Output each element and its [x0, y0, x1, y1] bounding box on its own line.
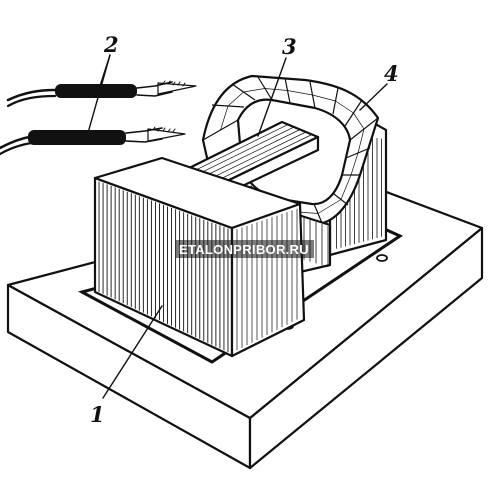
lead-lower-sleeve — [28, 130, 126, 145]
callout-number-4: 4 — [384, 61, 399, 86]
callout-number-3: 3 — [282, 34, 297, 59]
callout-number-2: 2 — [103, 32, 119, 57]
callout-number-1: 1 — [90, 402, 105, 427]
leader-line-3 — [257, 57, 287, 137]
mounting-hole-right — [376, 254, 388, 262]
leader-lines — [85, 54, 388, 399]
leader-line-4 — [359, 83, 388, 111]
watermark: ETALONPRIBOR.RU — [176, 240, 314, 258]
test-leads — [0, 80, 197, 156]
leader-line-2b — [99, 54, 111, 87]
leader-line-1 — [102, 305, 163, 399]
lead-upper-sleeve — [55, 84, 137, 98]
watermark-text: ETALONPRIBOR.RU — [179, 242, 309, 257]
